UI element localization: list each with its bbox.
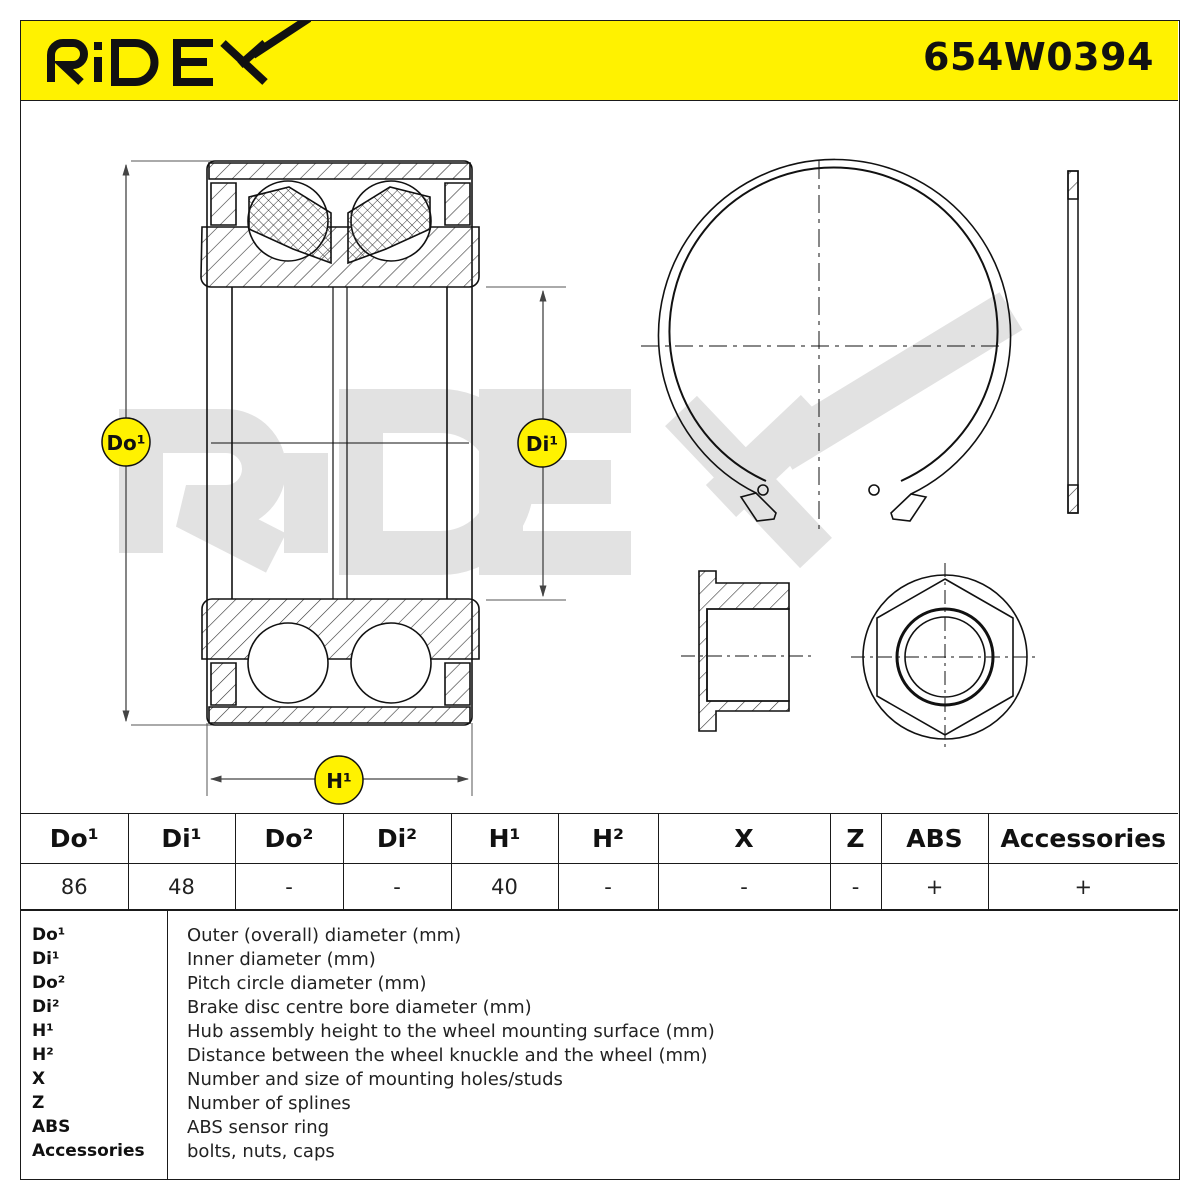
h1-dimension: H¹ <box>206 723 473 805</box>
legend-key: Z <box>32 1093 45 1113</box>
legend-desc: Number of splines <box>187 1093 351 1114</box>
legend-key: H² <box>32 1045 54 1065</box>
spec-table: Do¹ Di¹ Do² Di² H¹ H² X Z ABS Accessorie… <box>21 813 1178 910</box>
di1-label: Di¹ <box>526 432 558 456</box>
spec-header-cell: H² <box>557 813 659 864</box>
spec-value-cell: - <box>657 863 831 910</box>
spec-header-cell: Accessories <box>987 813 1178 864</box>
legend-key: Do¹ <box>32 925 66 945</box>
legend-desc: ABS sensor ring <box>187 1117 330 1138</box>
legend-desc: Pitch circle diameter (mm) <box>187 973 427 994</box>
spec-value-row: 86 48 - - 40 - - - + + <box>21 863 1178 910</box>
h1-label: H¹ <box>326 769 352 793</box>
circlip-side-view <box>1067 170 1079 514</box>
bearing-cross-section <box>200 160 480 726</box>
header-bar: 654W0394 <box>21 21 1178 101</box>
legend-desc: Inner diameter (mm) <box>187 949 376 970</box>
spec-header-cell: Di¹ <box>127 813 236 864</box>
legend-row: Accessories bolts, nuts, caps <box>21 1141 1178 1165</box>
spec-value-cell: + <box>987 863 1178 910</box>
h1-badge <box>314 755 364 805</box>
legend: Do¹ Outer (overall) diameter (mm) Di¹ In… <box>21 910 1178 1179</box>
spec-header-cell: ABS <box>880 813 989 864</box>
spec-value-cell: + <box>880 863 989 910</box>
legend-key: Do² <box>32 973 66 993</box>
part-number: 654W0394 <box>923 35 1154 79</box>
hex-nut <box>851 563 1039 751</box>
legend-key: H¹ <box>32 1021 54 1041</box>
spec-value-cell: 86 <box>21 863 129 910</box>
spec-value-cell: - <box>557 863 659 910</box>
legend-row: Z Number of splines <box>21 1093 1178 1117</box>
legend-row: H¹ Hub assembly height to the wheel moun… <box>21 1021 1178 1045</box>
legend-desc: Hub assembly height to the wheel mountin… <box>187 1021 715 1042</box>
spec-value-cell: - <box>342 863 452 910</box>
legend-desc: bolts, nuts, caps <box>187 1141 335 1162</box>
legend-row: Di² Brake disc centre bore diameter (mm) <box>21 997 1178 1021</box>
ridex-logo <box>47 21 311 86</box>
legend-row: Di¹ Inner diameter (mm) <box>21 949 1178 973</box>
legend-key: ABS <box>32 1117 71 1137</box>
di1-dimension: Di¹ <box>486 286 567 601</box>
spec-header-cell: Di² <box>342 813 452 864</box>
legend-row: H² Distance between the wheel knuckle an… <box>21 1045 1178 1069</box>
legend-row: Do² Pitch circle diameter (mm) <box>21 973 1178 997</box>
legend-key: Di¹ <box>32 949 60 969</box>
circlip <box>641 158 1012 531</box>
spec-value-cell: 40 <box>450 863 559 910</box>
legend-key: Accessories <box>32 1141 145 1161</box>
watermark <box>119 292 1023 575</box>
legend-key: X <box>32 1069 46 1089</box>
sleeve <box>681 570 811 732</box>
product-sheet: 654W0394 Do¹ <box>20 20 1180 1180</box>
legend-row: Do¹ Outer (overall) diameter (mm) <box>21 925 1178 949</box>
do1-dimension: Do¹ <box>101 160 226 726</box>
spec-value-cell: 48 <box>127 863 236 910</box>
legend-row: ABS ABS sensor ring <box>21 1117 1178 1141</box>
legend-desc: Distance between the wheel knuckle and t… <box>187 1045 708 1066</box>
spec-header-cell: H¹ <box>450 813 559 864</box>
spec-header-cell: Do¹ <box>21 813 129 864</box>
legend-desc: Outer (overall) diameter (mm) <box>187 925 462 946</box>
technical-drawing: Do¹ Di¹ H¹ <box>101 158 1079 805</box>
legend-desc: Number and size of mounting holes/studs <box>187 1069 563 1090</box>
spec-value-cell: - <box>829 863 882 910</box>
spec-header-cell: Do² <box>234 813 344 864</box>
legend-desc: Brake disc centre bore diameter (mm) <box>187 997 532 1018</box>
spec-header-cell: X <box>657 813 831 864</box>
di1-badge <box>517 418 567 468</box>
legend-row: X Number and size of mounting holes/stud… <box>21 1069 1178 1093</box>
spec-value-cell: - <box>234 863 344 910</box>
spec-header-cell: Z <box>829 813 882 864</box>
legend-key: Di² <box>32 997 60 1017</box>
legend-divider <box>167 911 168 1179</box>
spec-header-row: Do¹ Di¹ Do² Di² H¹ H² X Z ABS Accessorie… <box>21 813 1178 864</box>
do1-badge <box>101 417 151 467</box>
do1-label: Do¹ <box>106 431 145 455</box>
